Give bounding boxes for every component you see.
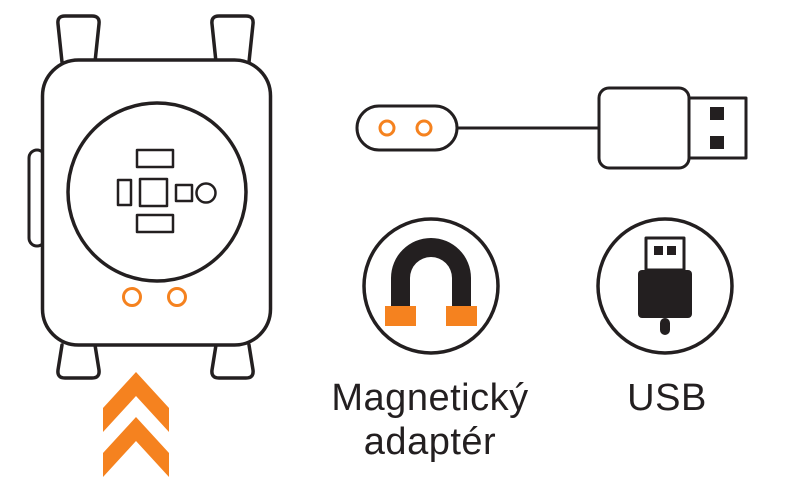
magnetic-adapter-label-line1: Magnetický: [331, 377, 529, 419]
usb-contact-bottom: [710, 136, 724, 149]
up-arrows-icon: [103, 372, 169, 477]
magnetic-adapter-label-line2: adaptér: [363, 421, 497, 463]
smartwatch-back-illustration: [27, 14, 273, 380]
puck-contact-right: [415, 119, 433, 137]
usb-plug-cable-stub: [660, 318, 670, 335]
sensor-bottom-rect: [135, 213, 175, 234]
magnetic-adapter-label: Magnetický adaptér: [280, 376, 580, 464]
sensor-right-rect: [174, 183, 194, 203]
watch-sensor-circle: [66, 101, 248, 283]
magnetic-adapter-puck: [355, 104, 459, 152]
usb-icon-circle: [596, 217, 734, 355]
charging-contact-right: [167, 287, 187, 307]
sensor-left-rect: [116, 178, 133, 207]
chevron-up-2: [103, 417, 169, 477]
charging-cable-illustration: [355, 86, 748, 170]
watch-lug-top-right: [210, 14, 255, 64]
chevron-up-1: [103, 372, 169, 432]
puck-contact-left: [378, 119, 396, 137]
usb-plug-contact-right: [667, 246, 676, 255]
watch-sensor-details: [116, 148, 217, 234]
usb-plug-icon: [596, 217, 734, 355]
charging-contact-left: [122, 287, 142, 307]
usb-label: USB: [627, 377, 707, 419]
usb-connector-body: [597, 86, 691, 170]
usb-plug-shield: [644, 236, 686, 272]
usb-plug-contact-left: [654, 246, 663, 255]
horseshoe-magnet-icon: [391, 238, 471, 308]
watch-body: [40, 58, 273, 347]
magnet-pole-right: [446, 306, 477, 326]
magnet-pole-left: [385, 306, 416, 326]
magnet-icon-circle: [362, 217, 500, 355]
sensor-top-rect: [135, 148, 175, 169]
sensor-center-rect: [138, 177, 169, 208]
usb-contact-top: [710, 107, 724, 120]
sensor-small-circle: [195, 182, 217, 204]
watch-lug-bottom-left: [56, 343, 101, 380]
usb-plug-body: [638, 270, 692, 318]
magnetic-adapter-icon: [362, 217, 500, 355]
watch-lug-top-left: [56, 14, 101, 64]
watch-lug-bottom-right: [210, 343, 255, 380]
